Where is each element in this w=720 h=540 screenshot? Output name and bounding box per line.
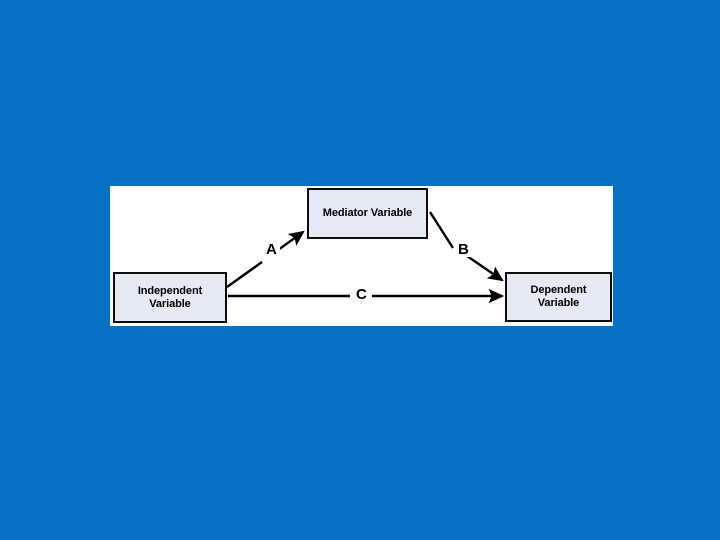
path-label-a: A: [263, 242, 280, 257]
path-label-c: C: [353, 287, 370, 302]
node-independent-label: Independent Variable: [137, 284, 203, 310]
path-b-connector: [428, 211, 504, 282]
node-mediator-label: Mediator Variable: [322, 207, 413, 219]
node-dependent-variable[interactable]: Dependent Variable: [505, 272, 612, 322]
node-independent-variable[interactable]: Independent Variable: [113, 272, 227, 323]
path-label-b: B: [455, 242, 472, 257]
diagram-connectors: [226, 211, 505, 304]
node-mediator-variable[interactable]: Mediator Variable: [307, 188, 428, 239]
path-a-connector: [226, 230, 305, 288]
mediation-diagram-panel: Mediator Variable Independent Variable D…: [110, 186, 613, 326]
node-dependent-label: Dependent Variable: [530, 284, 587, 309]
